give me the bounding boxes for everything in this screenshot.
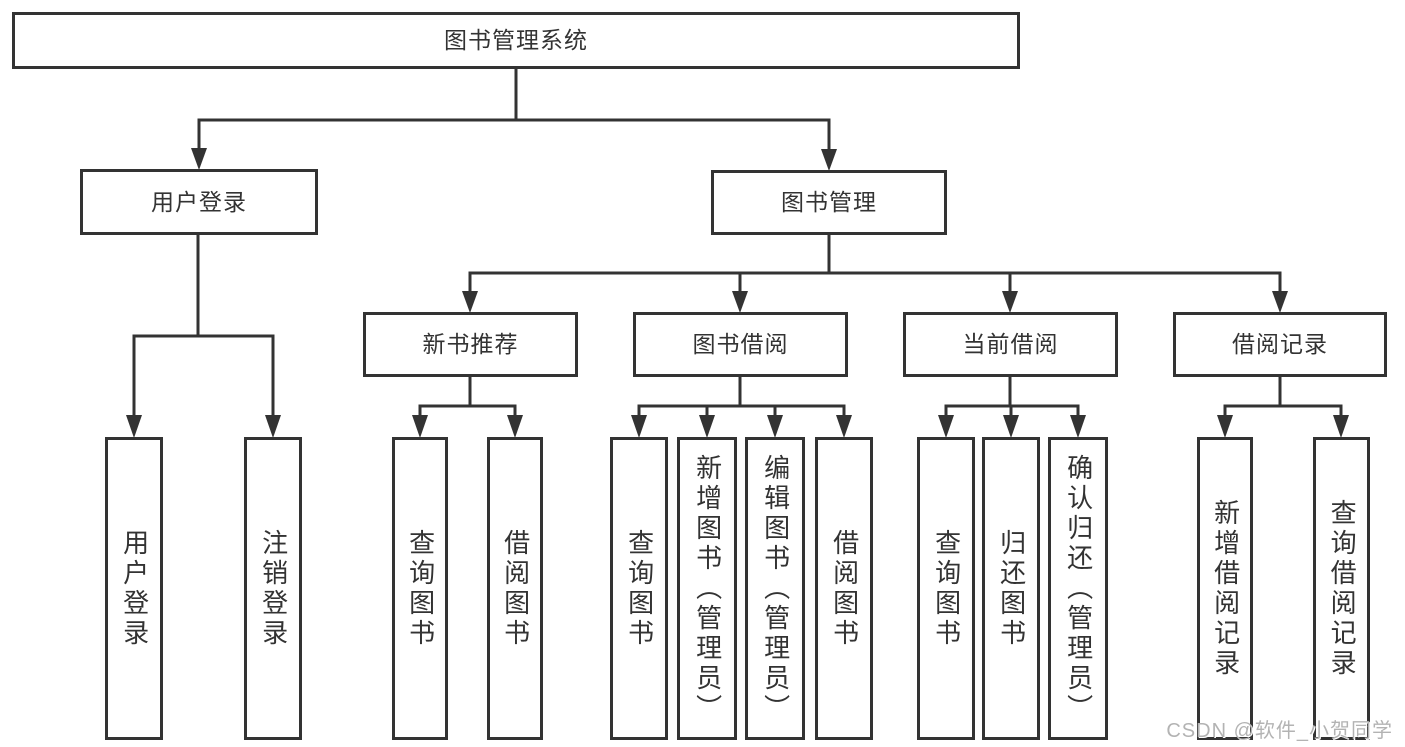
leaf-logout-label: 注销登录 <box>258 528 289 649</box>
node-current-borrow-label: 当前借阅 <box>962 331 1059 357</box>
leaf-query-books-3-label: 查询图书 <box>931 528 962 649</box>
node-root: 图书管理系统 <box>12 12 1020 69</box>
leaf-query-borrow-record-label: 查询借阅记录 <box>1327 498 1358 679</box>
leaf-borrow-books-2-label: 借阅图书 <box>829 528 860 649</box>
leaf-user-login-label: 用户登录 <box>119 528 150 649</box>
leaf-add-borrow-record-label: 新增借阅记录 <box>1210 498 1241 679</box>
node-root-label: 图书管理系统 <box>444 27 588 53</box>
leaf-confirm-return-admin-label: 确认归还（管理员） <box>1063 453 1094 724</box>
leaf-logout: 注销登录 <box>244 437 302 740</box>
leaf-edit-book-admin-label: 编辑图书（管理员） <box>760 453 791 724</box>
node-borrow-records-label: 借阅记录 <box>1232 331 1328 357</box>
node-new-book-recommend-label: 新书推荐 <box>422 331 519 357</box>
leaf-borrow-books-2: 借阅图书 <box>815 437 873 740</box>
leaf-return-book-label: 归还图书 <box>996 528 1027 649</box>
leaf-add-book-admin: 新增图书（管理员） <box>677 437 737 740</box>
node-book-management-label: 图书管理 <box>781 189 877 215</box>
leaf-query-books-3: 查询图书 <box>917 437 975 740</box>
leaf-query-books-1: 查询图书 <box>392 437 448 740</box>
leaf-edit-book-admin: 编辑图书（管理员） <box>745 437 805 740</box>
leaf-borrow-books-1: 借阅图书 <box>487 437 543 740</box>
leaf-return-book: 归还图书 <box>982 437 1040 740</box>
node-book-management: 图书管理 <box>711 170 947 235</box>
node-book-borrow-label: 图书借阅 <box>692 331 789 357</box>
node-user-login-label: 用户登录 <box>151 188 247 215</box>
leaf-add-borrow-record: 新增借阅记录 <box>1197 437 1253 740</box>
leaf-add-book-admin-label: 新增图书（管理员） <box>692 453 723 724</box>
node-borrow-records: 借阅记录 <box>1173 312 1387 377</box>
leaf-confirm-return-admin: 确认归还（管理员） <box>1048 437 1108 740</box>
leaf-user-login: 用户登录 <box>105 437 163 740</box>
leaf-query-borrow-record: 查询借阅记录 <box>1313 437 1370 740</box>
node-current-borrow: 当前借阅 <box>903 312 1118 377</box>
node-new-book-recommend: 新书推荐 <box>363 312 578 377</box>
node-book-borrow: 图书借阅 <box>633 312 848 377</box>
node-user-login: 用户登录 <box>80 169 318 235</box>
watermark: CSDN @软件_小贺同学 <box>1166 720 1393 742</box>
leaf-query-books-1-label: 查询图书 <box>405 528 436 649</box>
leaf-query-books-2: 查询图书 <box>610 437 668 740</box>
leaf-query-books-2-label: 查询图书 <box>624 528 655 649</box>
leaf-borrow-books-1-label: 借阅图书 <box>500 528 531 649</box>
